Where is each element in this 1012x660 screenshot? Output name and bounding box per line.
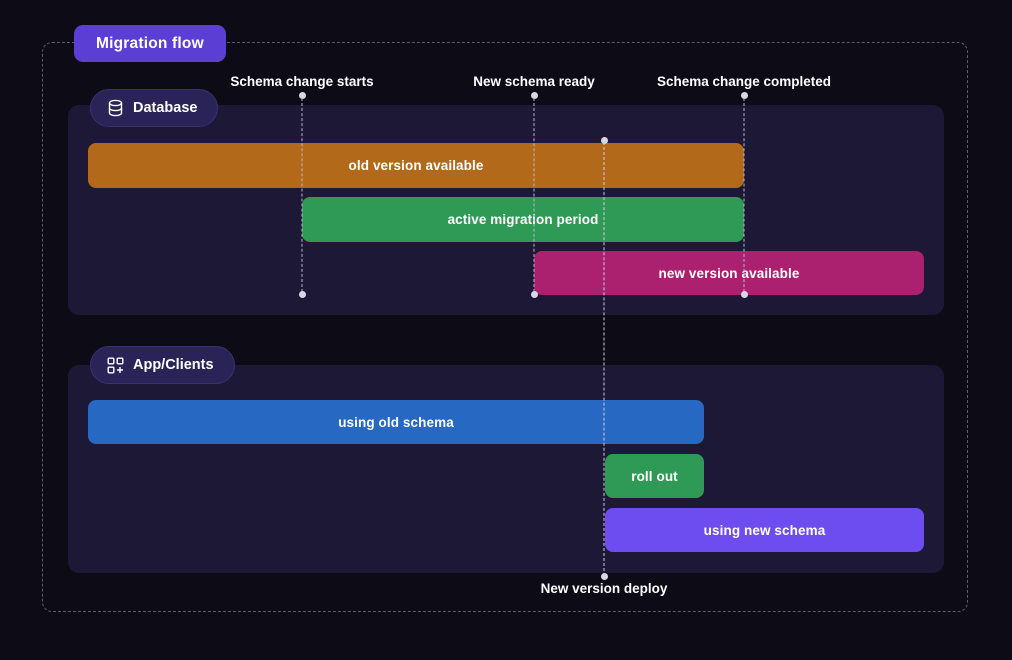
- milestone-dot-top: [600, 137, 608, 144]
- lane-pill-database[interactable]: Database: [90, 89, 219, 127]
- milestone-dot-bottom: [298, 291, 306, 298]
- milestone-dot-top: [740, 92, 748, 99]
- milestone-schema-change-completed-label: Schema change completed: [656, 74, 832, 89]
- milestone-new-version-deploy-label: New version deploy: [540, 581, 668, 596]
- bar-new-version-available[interactable]: new version available: [534, 251, 924, 295]
- bar-label: roll out: [631, 468, 678, 484]
- bar-label: new version available: [658, 265, 800, 281]
- bar-roll-out[interactable]: roll out: [605, 454, 704, 498]
- milestone-dot-top: [298, 92, 306, 99]
- milestone-line: [743, 98, 745, 292]
- bar-label: active migration period: [447, 212, 599, 227]
- lane-pill-apps-label: App/Clients: [133, 357, 214, 373]
- database-icon: [107, 99, 124, 117]
- milestone-line: [603, 142, 605, 576]
- migration-flow-label: Migration flow: [96, 34, 204, 52]
- bar-active-migration-period[interactable]: active migration period: [302, 197, 744, 242]
- milestone-dot-bottom: [600, 573, 608, 580]
- bar-label: using new schema: [703, 522, 826, 538]
- milestone-new-schema-ready-label: New schema ready: [473, 74, 595, 89]
- milestone-dot-top: [530, 92, 538, 99]
- milestone-line: [301, 98, 303, 292]
- bar-using-old-schema[interactable]: using old schema: [88, 400, 704, 444]
- milestone-dot-bottom: [740, 291, 748, 298]
- milestone-line: [533, 98, 535, 292]
- lane-pill-database-label: Database: [133, 100, 198, 116]
- bar-old-version-available[interactable]: old version available: [88, 143, 744, 188]
- bar-label: using old schema: [338, 414, 454, 430]
- app-grid-plus-icon: [107, 357, 124, 374]
- diagram-outer-frame: [42, 42, 968, 612]
- lane-pill-apps[interactable]: App/Clients: [90, 346, 235, 384]
- milestone-schema-change-starts-label: Schema change starts: [230, 74, 374, 89]
- milestone-dot-bottom: [530, 291, 538, 298]
- bar-label: old version available: [348, 158, 484, 173]
- bar-using-new-schema[interactable]: using new schema: [605, 508, 924, 552]
- migration-flow-badge: Migration flow: [74, 25, 226, 62]
